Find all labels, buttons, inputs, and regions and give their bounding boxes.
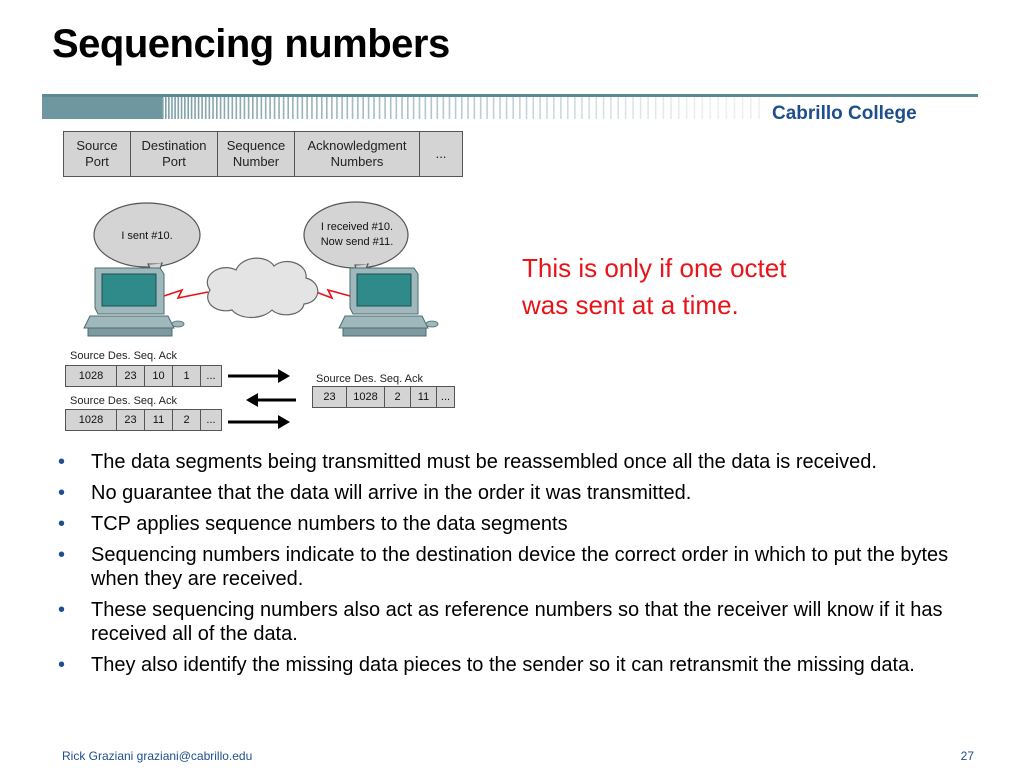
segment-1-label: Source Des. Seq. Ack — [70, 350, 177, 362]
link-right-icon — [315, 288, 351, 300]
computer-right-icon — [338, 267, 439, 337]
bubble-left-text: I sent #10. — [121, 230, 172, 242]
segment-1-table: 1028 23 10 1 ... — [65, 365, 222, 387]
network-cloud-icon — [206, 257, 319, 319]
reply-segment-more: ... — [436, 386, 455, 408]
bubble-right-text-line1: I received #10. — [321, 221, 393, 233]
bullet-dot-icon: • — [58, 599, 66, 621]
bullet-dot-icon: • — [58, 451, 66, 473]
segment-2-source: 1028 — [65, 409, 117, 431]
bullet-dot-icon: • — [58, 654, 66, 676]
reply-segment-seq: 2 — [384, 386, 411, 408]
segment-2-seq: 11 — [144, 409, 173, 431]
reply-segment-table: 23 1028 2 11 ... — [312, 386, 455, 408]
segment-2-row: 1028 23 11 2 ... — [65, 409, 222, 431]
bullet-item: •The data segments being transmitted mus… — [58, 451, 877, 473]
footer-author: Rick Graziani graziani@cabrillo.edu — [62, 749, 253, 763]
reply-segment-label: Source Des. Seq. Ack — [316, 373, 423, 385]
segment-1-ack: 1 — [172, 365, 201, 387]
segment-2-more: ... — [200, 409, 222, 431]
college-logo-text: Cabrillo College — [772, 103, 917, 124]
segment-1-source: 1028 — [65, 365, 117, 387]
header-decor-bar — [42, 94, 978, 119]
bullet-dot-icon: • — [58, 513, 66, 535]
bubble-right-text-line2: Now send #11. — [321, 236, 394, 248]
octet-note-line2: was sent at a time. — [522, 290, 739, 320]
reply-segment-row: 23 1028 2 11 ... — [312, 386, 455, 408]
octet-note-line1: This is only if one octet — [522, 253, 787, 283]
bullet-dot-icon: • — [58, 482, 66, 504]
bullet-item: •Sequencing numbers indicate to the dest… — [58, 544, 949, 590]
header-field-more: ... — [419, 131, 463, 177]
bullet-item: •No guarantee that the data will arrive … — [58, 482, 692, 504]
bullet-list: •The data segments being transmitted mus… — [58, 450, 998, 684]
segment-1-seq: 10 — [144, 365, 173, 387]
arrow-right-icon — [228, 415, 290, 429]
page-number: 27 — [960, 749, 974, 763]
bullet-item: •TCP applies sequence numbers to the dat… — [58, 513, 568, 535]
segment-2-table: 1028 23 11 2 ... — [65, 409, 222, 431]
segment-2-label: Source Des. Seq. Ack — [70, 395, 177, 407]
reply-segment-source: 23 — [312, 386, 347, 408]
segment-1-more: ... — [200, 365, 222, 387]
arrow-left-icon — [246, 393, 296, 407]
link-left-icon — [163, 288, 209, 300]
segment-2-des: 23 — [116, 409, 145, 431]
segment-2-ack: 2 — [172, 409, 201, 431]
bullet-item: •These sequencing numbers also act as re… — [58, 599, 943, 645]
computer-left-icon — [83, 267, 185, 337]
segment-1-row: 1028 23 10 1 ... — [65, 365, 222, 387]
slide-title: Sequencing numbers — [52, 22, 450, 66]
segment-1-des: 23 — [116, 365, 145, 387]
network-illustration: I sent #10. I received #10. Now send #11… — [83, 201, 439, 337]
bullet-item: •They also identify the missing data pie… — [58, 654, 915, 676]
arrow-right-icon — [228, 369, 290, 383]
bullet-dot-icon: • — [58, 544, 66, 566]
reply-segment-ack: 11 — [410, 386, 437, 408]
octet-note: This is only if one octet was sent at a … — [522, 250, 786, 324]
segment-arrows — [228, 369, 296, 429]
reply-segment-des: 1028 — [346, 386, 385, 408]
